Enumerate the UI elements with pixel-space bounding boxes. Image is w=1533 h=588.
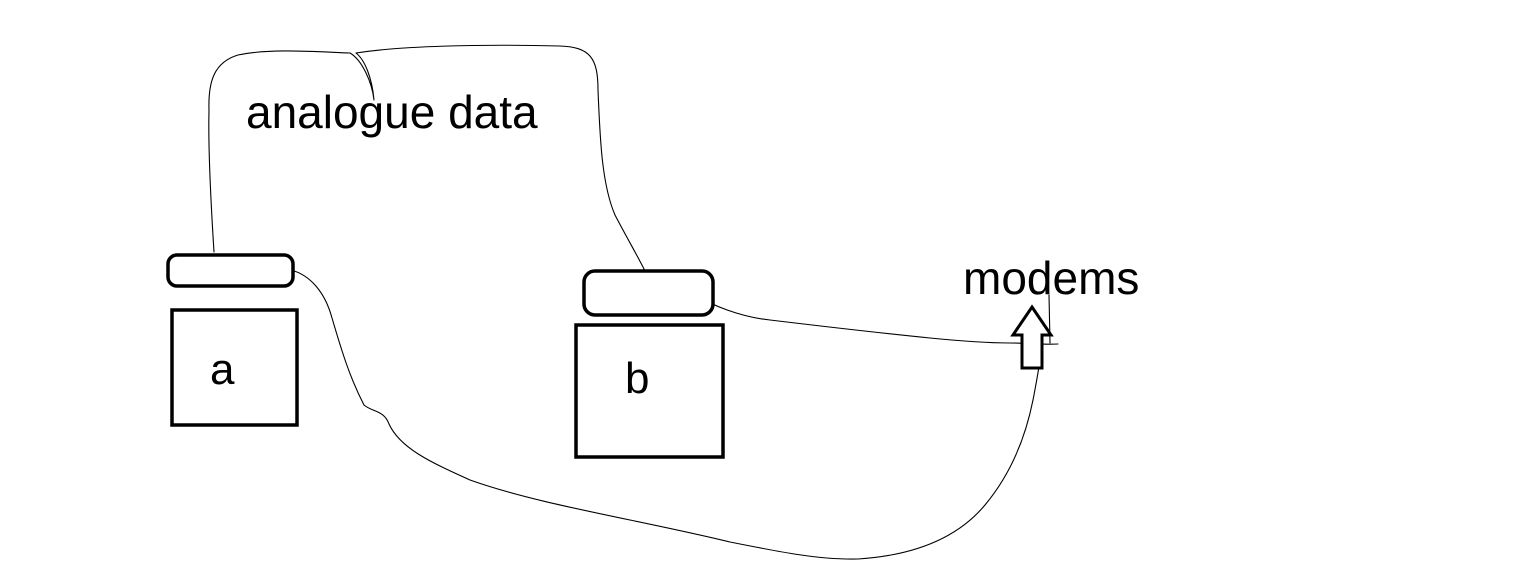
computer-b-label: b <box>625 354 649 403</box>
modem-a <box>166 253 295 288</box>
computer-b <box>574 323 725 459</box>
computer-a-label: a <box>210 345 235 394</box>
modem-b <box>582 269 715 317</box>
modems-label: modems <box>963 252 1139 304</box>
wire-b-to-modems <box>696 295 1059 345</box>
analogue-data-link <box>208 44 649 278</box>
analogue-data-label: analogue data <box>246 86 538 138</box>
up-arrow-icon <box>1010 304 1054 370</box>
computer-a <box>170 308 299 427</box>
wire-a-to-modems <box>290 269 1044 560</box>
